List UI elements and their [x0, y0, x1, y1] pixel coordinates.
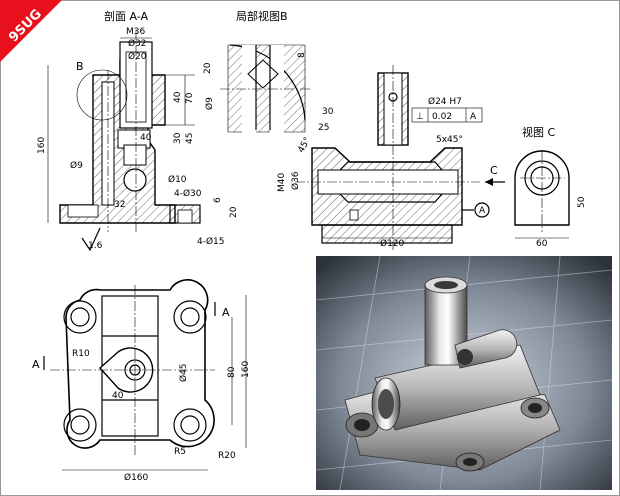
dim-chamfer: 5x45°	[436, 135, 463, 145]
section-a-left-label: A	[32, 358, 40, 371]
dim-v30: 30	[173, 132, 183, 144]
dim-d120: Ø120	[380, 238, 405, 249]
detail-b-view: 局部视图B 20 8 Ø9	[203, 9, 310, 135]
dim-m36: M36	[126, 27, 145, 37]
view-c: 视图 C 60 50	[514, 125, 587, 249]
dim-top-h40: 40	[112, 391, 124, 401]
section-aa-title: 剖面 A-A	[104, 9, 149, 23]
dim-h40: 40	[140, 133, 152, 143]
section-aa-view: 剖面 A-A B M36 Ø32 Ø20 40 70 45 30 40 160	[37, 9, 239, 252]
dim-b-v8: 8	[297, 52, 307, 58]
dim-d36: Ø36	[290, 171, 301, 190]
dim-d9: Ø9	[70, 160, 83, 171]
dim-h32: 32	[114, 200, 125, 210]
dim-v40: 40	[173, 91, 183, 103]
dim-r5: R5	[174, 447, 186, 457]
dim-front-h25: 25	[318, 123, 329, 133]
dim-d20: Ø20	[128, 51, 147, 62]
dim-d160: Ø160	[124, 472, 149, 483]
tol-datum-ref: A	[470, 112, 477, 122]
tol-symbol: ⊥	[416, 112, 424, 122]
dim-v20: 20	[229, 206, 239, 218]
front-section-view: Ø24 H7 ⊥ 0.02 A 30 25 5x45° 45° M40 Ø36 …	[277, 65, 505, 250]
dim-b-v20: 20	[203, 62, 213, 74]
dim-v70: 70	[185, 92, 195, 104]
tol-value: 0.02	[432, 112, 452, 122]
dim-r20: R20	[218, 451, 236, 461]
dim-d45: Ø45	[178, 363, 189, 382]
section-a-top-label: A	[222, 306, 230, 319]
dim-d10: Ø10	[168, 174, 187, 185]
dim-d32: Ø32	[128, 38, 147, 49]
dim-m40: M40	[277, 173, 287, 192]
dim-v160: 160	[37, 137, 47, 154]
dim-r10: R10	[72, 349, 90, 359]
dim-4-d15: 4-Ø15	[197, 236, 225, 247]
detail-b-title: 局部视图B	[236, 9, 288, 23]
dim-d24-h7: Ø24 H7	[428, 96, 462, 107]
top-view: A A R10 Ø45 80 160 40 R5 R20 Ø160	[32, 279, 251, 483]
dim-c-v50: 50	[577, 196, 587, 208]
view-c-arrow-label: C	[490, 164, 498, 177]
roughness-value: 1.6	[88, 241, 103, 251]
dim-c-h60: 60	[536, 239, 548, 249]
datum-a-label: A	[479, 206, 486, 216]
dim-b-d9: Ø9	[204, 97, 215, 110]
render-3d-view	[315, 255, 613, 491]
dim-front-h30: 30	[322, 107, 334, 117]
dim-v6: 6	[213, 197, 223, 203]
detail-b-marker: B	[76, 60, 84, 73]
view-c-title: 视图 C	[522, 125, 555, 139]
dim-4-d30: 4-Ø30	[174, 188, 202, 199]
dim-v45: 45	[185, 133, 195, 144]
